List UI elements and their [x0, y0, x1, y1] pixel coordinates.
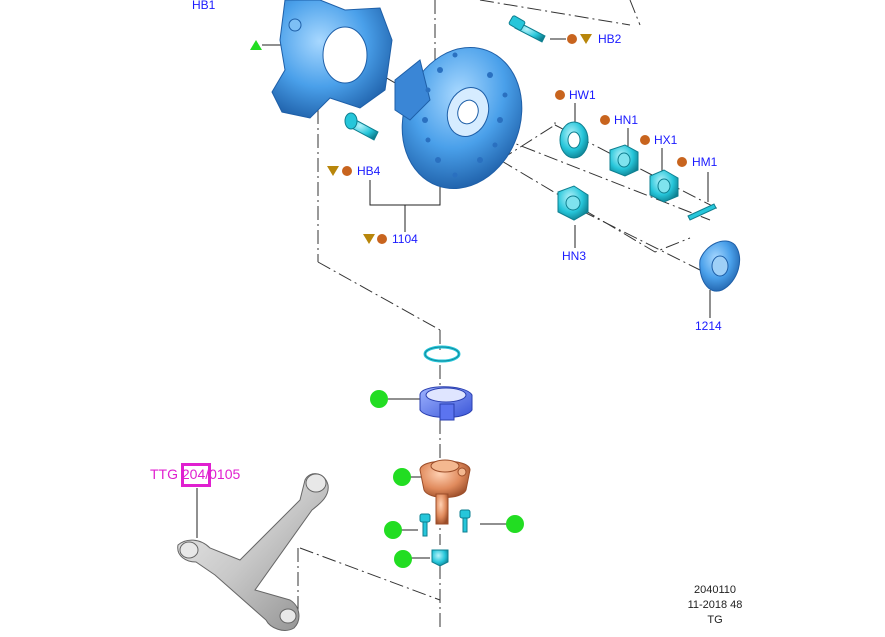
nut-hn3 — [557, 185, 589, 221]
green-dot-icon — [394, 550, 412, 568]
green-dot-icon — [393, 468, 411, 486]
nut-hx1 — [649, 169, 679, 203]
circle-marker-icon — [342, 166, 352, 176]
ball-joint — [419, 459, 471, 525]
callout-ttg[interactable]: TTG 204/0105 — [150, 466, 241, 482]
triangle-down-icon — [327, 166, 339, 176]
callout-lines — [196, 38, 711, 559]
triangle-down-icon — [363, 234, 375, 244]
callout-hb2[interactable]: HB2 — [598, 32, 622, 46]
green-dot-icon — [370, 390, 388, 408]
callout-hn1[interactable]: HN1 — [614, 113, 639, 127]
callout-1214[interactable]: 1214 — [695, 319, 722, 333]
circle-marker-icon — [555, 90, 565, 100]
callout-1104[interactable]: 1104 — [392, 232, 418, 246]
bolt-hb2 — [508, 15, 546, 43]
green-dot-icon — [506, 515, 524, 533]
callout-hb4[interactable]: HB4 — [357, 164, 381, 178]
marker-icons — [250, 34, 687, 568]
nut-hn1 — [609, 144, 639, 177]
circle-marker-icon — [377, 234, 387, 244]
bolt-hb4 — [344, 112, 379, 141]
ball-joint-bolts — [419, 509, 471, 567]
lower-control-arm — [177, 473, 329, 631]
circlip — [423, 345, 461, 363]
brake-disc-hub — [394, 46, 523, 190]
callout-hb1[interactable]: HB1 — [192, 0, 216, 12]
retaining-ring — [419, 386, 473, 421]
stamp-line-2: 11-2018 48 — [687, 599, 743, 611]
triangle-down-icon — [580, 34, 592, 44]
highlight-box — [181, 463, 211, 487]
callout-hm1[interactable]: HM1 — [692, 155, 718, 169]
diagram-stamp: 2040110 11-2018 48 TG — [670, 584, 760, 626]
callout-hw1[interactable]: HW1 — [569, 88, 596, 102]
dust-shield-1214 — [699, 240, 740, 292]
washer-hw1 — [559, 121, 589, 159]
split-pin-hm1 — [687, 203, 717, 221]
triangle-up-icon — [250, 40, 262, 50]
circle-marker-icon — [600, 115, 610, 125]
circle-marker-icon — [640, 135, 650, 145]
stamp-line-3: TG — [707, 614, 723, 626]
steering-knuckle — [271, 0, 393, 119]
callout-hx1[interactable]: HX1 — [654, 133, 678, 147]
callout-hn3[interactable]: HN3 — [562, 249, 587, 263]
green-dot-icon — [384, 521, 402, 539]
stamp-line-1: 2040110 — [693, 584, 736, 596]
circle-marker-icon — [677, 157, 687, 167]
circle-marker-icon — [567, 34, 577, 44]
